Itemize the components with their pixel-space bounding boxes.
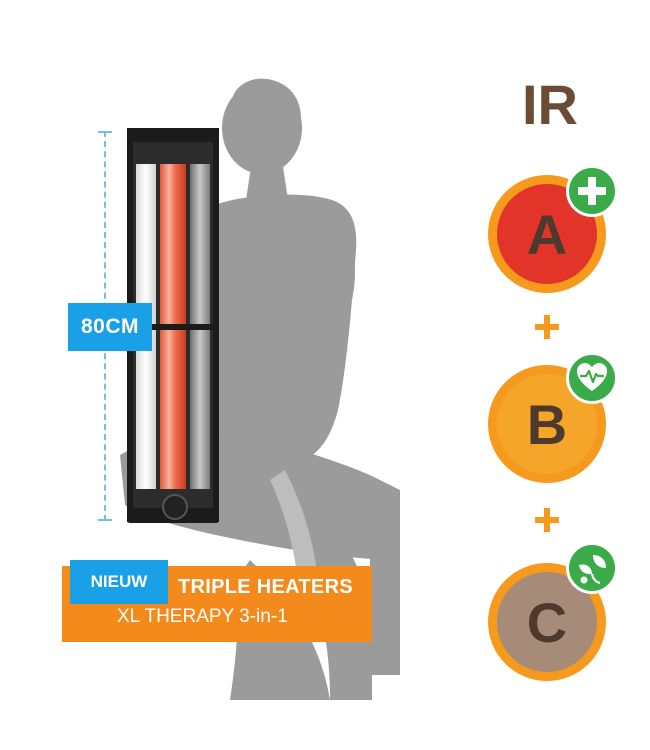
product-visual: 80CM TRIPLE HEATERS XL THERAPY 3-in-1 NI… <box>62 78 400 700</box>
new-badge: NIEUW <box>70 560 168 604</box>
height-label-badge: 80CM <box>68 303 152 351</box>
heart-pulse-icon <box>566 352 618 404</box>
promo-title: TRIPLE HEATERS <box>178 576 353 598</box>
ir-a-circle: A <box>488 175 606 293</box>
heater-dial-knob <box>162 494 188 520</box>
measure-cap-bottom <box>98 519 112 521</box>
plus-icon <box>566 165 618 217</box>
measure-cap-top <box>98 131 112 133</box>
plus-connector-icon <box>535 315 559 339</box>
woman-silhouette <box>120 78 400 700</box>
ir-b-letter: B <box>526 392 568 456</box>
plus-connector-icon <box>535 508 559 532</box>
promo-subtitle: XL THERAPY 3-in-1 <box>117 606 288 627</box>
leaves-icon <box>566 542 618 594</box>
ir-a-letter: A <box>526 202 568 266</box>
ir-c-letter: C <box>526 590 568 654</box>
ir-heading: IR <box>522 73 578 136</box>
